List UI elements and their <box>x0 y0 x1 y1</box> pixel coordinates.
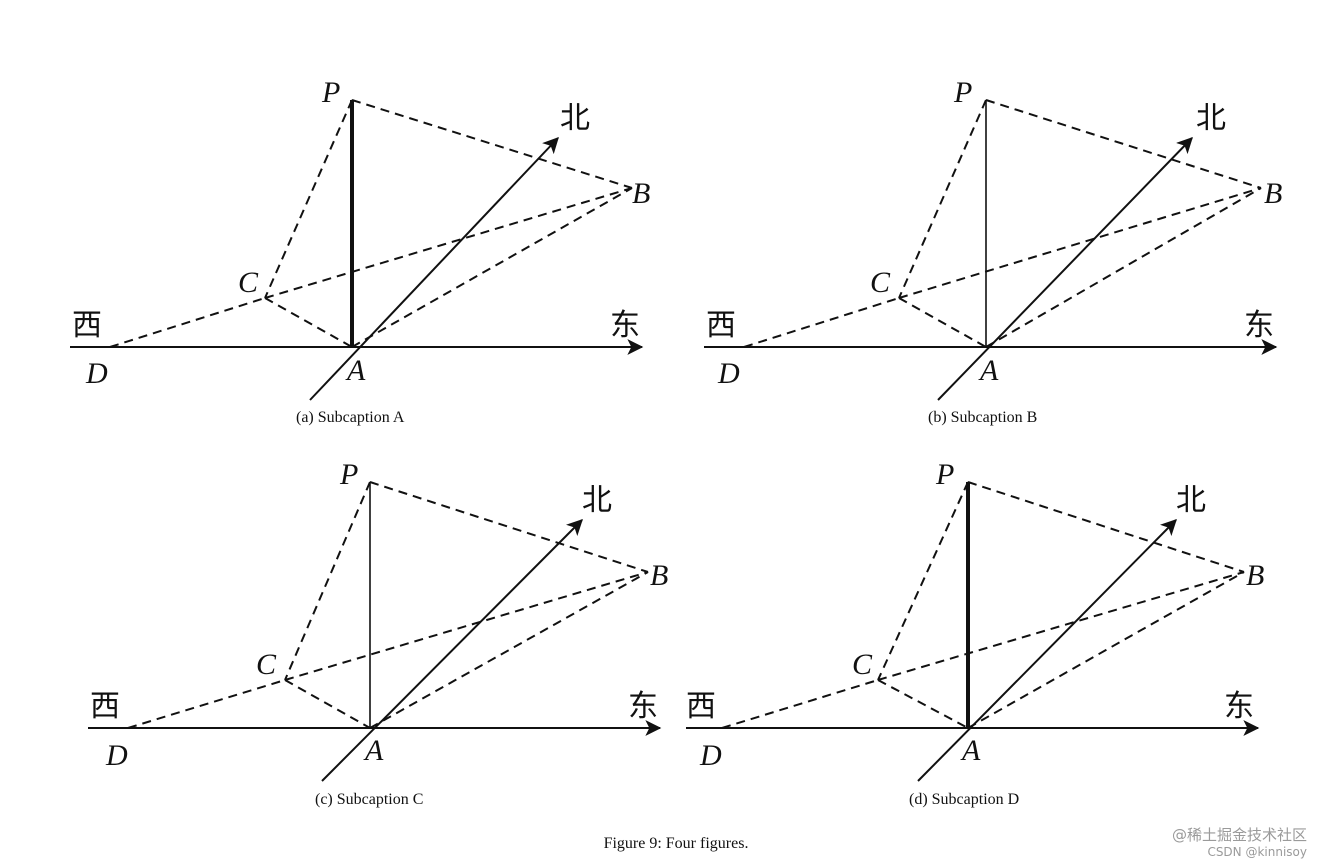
subcaption-d: (d) Subcaption D <box>909 791 1020 808</box>
dashed-ab <box>967 571 1245 729</box>
dashed-ca <box>877 679 969 729</box>
panel-b: P B C A D 北 东 西 (b) Subcaption B <box>696 70 1316 460</box>
dashed-ab <box>369 571 649 729</box>
subcaption-b: (b) Subcaption B <box>928 409 1038 426</box>
label-east: 东 <box>1244 308 1274 343</box>
label-a: A <box>345 354 366 387</box>
figure-caption: Figure 9: Four figures. <box>603 835 749 852</box>
north-axis <box>309 137 559 401</box>
dashed-pb <box>369 481 649 573</box>
label-north: 北 <box>1196 101 1226 136</box>
dashed-pc <box>898 99 987 299</box>
dashed-dc <box>127 679 286 729</box>
label-p: P <box>935 458 954 491</box>
dashed-cb <box>264 187 633 299</box>
label-d: D <box>699 739 722 772</box>
label-b: B <box>632 177 650 210</box>
dashed-ab <box>351 187 633 348</box>
panel-a: P B C A D 北 东 西 (a) Subcaption A <box>62 70 682 460</box>
label-north: 北 <box>560 101 590 136</box>
label-c: C <box>238 266 259 299</box>
dashed-pb <box>967 481 1245 573</box>
label-c: C <box>256 648 277 681</box>
label-b: B <box>1264 177 1282 210</box>
dashed-ca <box>284 679 371 729</box>
label-b: B <box>650 559 668 592</box>
label-north: 北 <box>582 483 612 518</box>
label-west: 西 <box>72 308 102 343</box>
dashed-dc <box>109 297 266 348</box>
subcaption-a: (a) Subcaption A <box>296 409 405 426</box>
label-p: P <box>321 76 340 109</box>
label-p: P <box>339 458 358 491</box>
diagram-d: P B C A D 北 东 西 <box>686 458 1264 782</box>
label-p: P <box>953 76 972 109</box>
dashed-pc <box>264 99 353 299</box>
dashed-cb <box>898 187 1262 299</box>
dashed-pc <box>877 481 969 681</box>
watermark-csdn: CSDN @kinnisoy <box>1207 845 1307 859</box>
label-c: C <box>852 648 873 681</box>
dashed-cb <box>284 571 649 681</box>
label-a: A <box>978 354 999 387</box>
dashed-dc <box>743 297 900 348</box>
subcaption-c: (c) Subcaption C <box>315 791 424 808</box>
label-d: D <box>85 357 108 390</box>
north-axis <box>917 519 1177 782</box>
label-a: A <box>960 734 981 767</box>
label-b: B <box>1246 559 1264 592</box>
diagram-b: P B C A D 北 东 西 <box>704 76 1282 401</box>
label-a: A <box>363 734 384 767</box>
dashed-pb <box>985 99 1262 189</box>
label-c: C <box>870 266 891 299</box>
panel-d: P B C A D 北 东 西 (d) Subcaption D <box>678 452 1298 842</box>
watermark-juejin: @稀土掘金技术社区 <box>1171 826 1307 844</box>
dashed-ab <box>985 187 1262 348</box>
diagram-c: P B C A D 北 东 西 <box>88 458 668 782</box>
dashed-cb <box>877 571 1245 681</box>
north-axis <box>321 519 583 782</box>
dashed-ca <box>898 297 987 348</box>
label-east: 东 <box>610 308 640 343</box>
dashed-ca <box>264 297 353 348</box>
label-d: D <box>717 357 740 390</box>
label-east: 东 <box>1224 689 1254 724</box>
label-west: 西 <box>90 689 120 724</box>
north-axis <box>937 137 1193 401</box>
dashed-pc <box>284 481 371 681</box>
label-west: 西 <box>686 689 716 724</box>
label-d: D <box>105 739 128 772</box>
dashed-pb <box>351 99 633 189</box>
diagram-a: P B C A D 北 东 西 <box>70 76 650 401</box>
panel-c: P B C A D 北 东 西 (c) Subcaption C <box>80 452 700 842</box>
dashed-dc <box>721 679 879 729</box>
label-north: 北 <box>1176 483 1206 518</box>
label-east: 东 <box>628 689 658 724</box>
label-west: 西 <box>706 308 736 343</box>
